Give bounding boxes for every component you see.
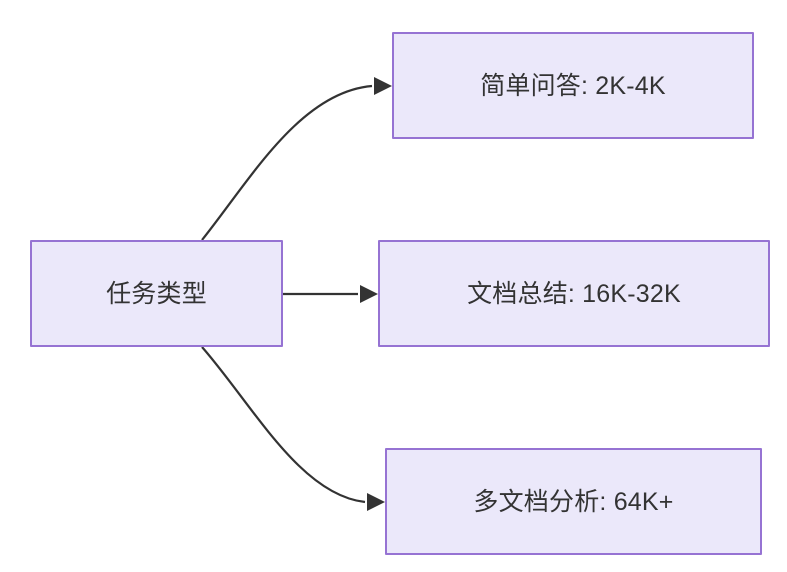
node-simple-qa-label: 简单问答: 2K-4K [480, 71, 666, 100]
edge-source-simple-qa-path [201, 84, 373, 241]
node-doc-summary[interactable]: 文档总结: 16K-32K [378, 240, 770, 347]
edge-source-multi-doc-path [201, 346, 366, 504]
node-simple-qa[interactable]: 简单问答: 2K-4K [392, 32, 754, 139]
edge-source-doc-summary-arrowhead [360, 285, 378, 303]
edge-source-to-doc-summary [283, 285, 378, 303]
edge-source-to-multi-doc [201, 346, 385, 511]
node-doc-summary-label: 文档总结: 16K-32K [467, 279, 681, 308]
edge-source-multi-doc-arrowhead [367, 493, 385, 511]
node-task-type[interactable]: 任务类型 [30, 240, 283, 347]
edge-source-to-simple-qa [201, 77, 392, 241]
node-multi-doc[interactable]: 多文档分析: 64K+ [385, 448, 762, 555]
node-task-type-label: 任务类型 [106, 279, 207, 308]
node-multi-doc-label: 多文档分析: 64K+ [473, 487, 674, 516]
edge-source-simple-qa-arrowhead [374, 77, 392, 95]
